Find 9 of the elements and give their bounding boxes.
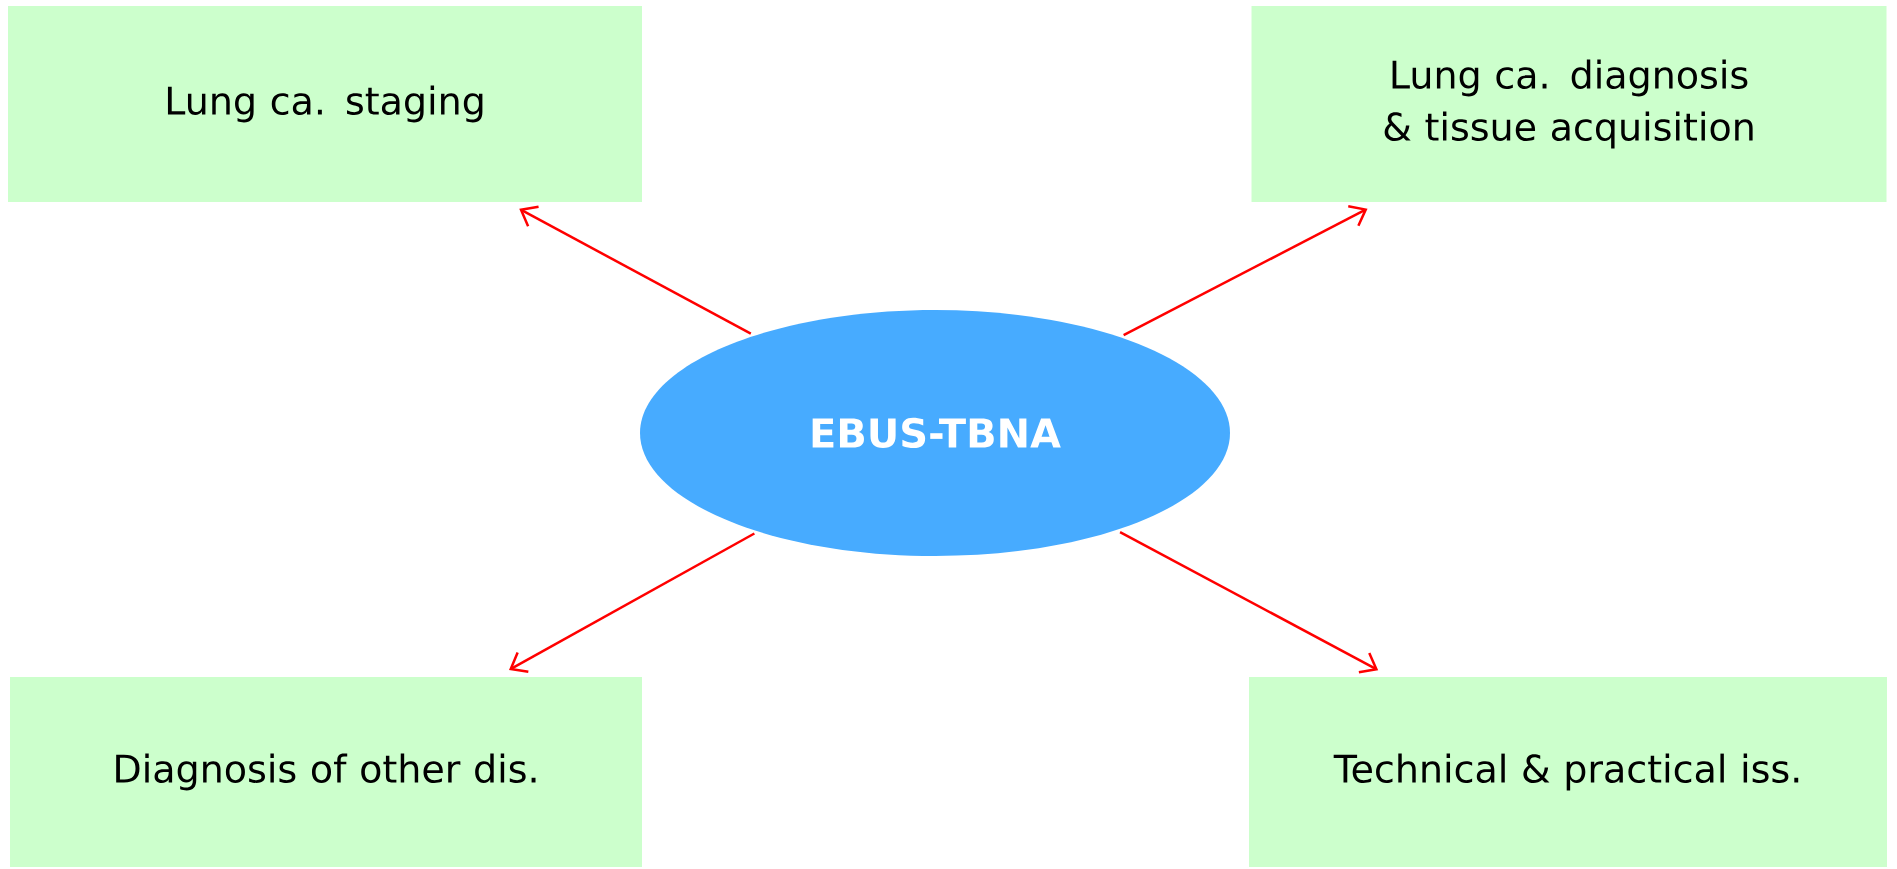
- arrow: [519, 205, 752, 335]
- arrow: [509, 532, 755, 674]
- arrow: [1123, 205, 1368, 337]
- arrow: [1119, 530, 1379, 674]
- ellipse-node: EBUS-TBNA: [640, 310, 1230, 556]
- text-box: Diagnosis of other dis.: [10, 677, 642, 867]
- text-box: Technical & practical iss.: [1249, 677, 1887, 867]
- text-box: Lung ca. staging: [8, 6, 642, 202]
- text-box: Lung ca. diagnosis & tissue acquisition: [1251, 6, 1887, 202]
